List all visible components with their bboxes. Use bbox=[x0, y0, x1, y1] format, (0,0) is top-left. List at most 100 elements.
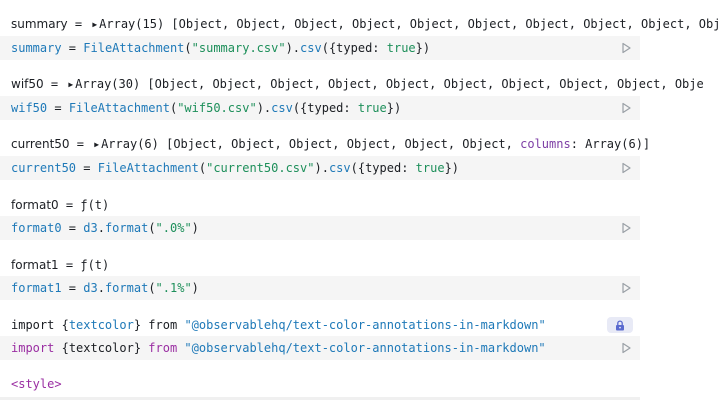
source-import-keyword: import bbox=[11, 341, 55, 355]
source-string: "wif50.csv" bbox=[177, 101, 257, 115]
source-key: typed bbox=[307, 101, 344, 115]
lock-button[interactable] bbox=[607, 317, 633, 333]
source-string: ".0%" bbox=[155, 221, 192, 235]
brace: }) bbox=[444, 161, 460, 175]
source-method: csv bbox=[300, 41, 322, 55]
triangle-right-icon[interactable]: ▶ bbox=[94, 140, 100, 149]
source-function: FileAttachment bbox=[83, 41, 185, 55]
output-variable-name: summary bbox=[11, 17, 68, 31]
equals-sign: = bbox=[61, 281, 84, 295]
output-value: ƒ(t) bbox=[80, 198, 110, 212]
lock-icon bbox=[616, 319, 624, 330]
output-value-tail: : Array(6)] bbox=[570, 137, 651, 151]
colon: : bbox=[343, 101, 358, 115]
cell-output-format1[interactable]: format1 = ƒ(t) bbox=[11, 255, 640, 275]
source-method: csv bbox=[271, 101, 293, 115]
cell-output-import[interactable]: import {textcolor} from "@observablehq/t… bbox=[11, 315, 640, 335]
paren: ) bbox=[191, 281, 199, 295]
source-function: FileAttachment bbox=[68, 101, 170, 115]
source-string: "summary.csv" bbox=[191, 41, 286, 55]
brace: }) bbox=[415, 41, 431, 55]
paren: ( bbox=[148, 221, 156, 235]
output-variable-name: format1 bbox=[11, 258, 59, 272]
colon: : bbox=[401, 161, 416, 175]
brace: } bbox=[133, 341, 149, 355]
paren: ( bbox=[184, 41, 192, 55]
paren: ( bbox=[198, 161, 207, 175]
brace: ({ bbox=[321, 41, 337, 55]
equals-sign: = bbox=[61, 221, 84, 235]
output-variable-name: current50 bbox=[11, 137, 70, 151]
source-object: d3 bbox=[83, 221, 98, 235]
source-key: typed bbox=[365, 161, 402, 175]
cell-output-summary[interactable]: summary = ▶Array(15) [Object, Object, Ob… bbox=[11, 14, 720, 34]
brace: ({ bbox=[350, 161, 366, 175]
cell-source-format1[interactable]: format1 = d3.format(".1%") bbox=[0, 276, 640, 300]
cell-source-format0[interactable]: format0 = d3.format(".0%") bbox=[0, 216, 640, 240]
cell-output-format0[interactable]: format0 = ƒ(t) bbox=[11, 195, 640, 215]
play-icon[interactable] bbox=[620, 342, 632, 354]
play-icon[interactable] bbox=[620, 282, 632, 294]
play-icon[interactable] bbox=[620, 42, 632, 54]
equals-sign: = bbox=[47, 101, 69, 115]
brace: ({ bbox=[292, 101, 308, 115]
cell-source-current50[interactable]: current50 = FileAttachment("current50.cs… bbox=[0, 156, 640, 180]
output-from-keyword: from bbox=[141, 318, 185, 332]
brace: { bbox=[54, 341, 69, 355]
paren: ( bbox=[169, 101, 178, 115]
output-columns-key: columns bbox=[520, 137, 571, 151]
cell-source-style[interactable] bbox=[0, 397, 640, 400]
paren: ) bbox=[191, 221, 199, 235]
paren: ). bbox=[314, 161, 329, 175]
output-value: Array(15) [Object, Object, Object, Objec… bbox=[99, 17, 720, 31]
equals-sign: = bbox=[43, 77, 66, 91]
source-bool: true bbox=[386, 41, 416, 55]
source-bool: true bbox=[357, 101, 387, 115]
output-variable-name: wif50 bbox=[11, 77, 44, 91]
style-tag: <style> bbox=[11, 377, 62, 391]
equals-sign: = bbox=[67, 17, 90, 31]
cell-source-import[interactable]: import {textcolor} from "@observablehq/t… bbox=[0, 336, 640, 360]
paren: ( bbox=[148, 281, 156, 295]
triangle-right-icon[interactable]: ▶ bbox=[92, 20, 98, 29]
source-method: format bbox=[104, 221, 149, 235]
source-variable: wif50 bbox=[11, 101, 48, 115]
paren: ). bbox=[285, 41, 301, 55]
dot: . bbox=[97, 221, 105, 235]
cell-output-wif50[interactable]: wif50 = ▶Array(30) [Object, Object, Obje… bbox=[11, 74, 704, 94]
cell-source-summary[interactable]: summary = FileAttachment("summary.csv").… bbox=[0, 36, 640, 60]
source-method: format bbox=[104, 281, 149, 295]
source-object: d3 bbox=[83, 281, 98, 295]
brace: } bbox=[133, 318, 142, 332]
paren: ). bbox=[256, 101, 272, 115]
output-import-name: textcolor bbox=[68, 318, 134, 332]
output-variable-name: format0 bbox=[11, 198, 59, 212]
dot: . bbox=[97, 281, 105, 295]
source-import-name: textcolor bbox=[68, 341, 134, 355]
source-function: FileAttachment bbox=[97, 161, 199, 175]
triangle-right-icon[interactable]: ▶ bbox=[68, 80, 74, 89]
cell-source-wif50[interactable]: wif50 = FileAttachment("wif50.csv").csv(… bbox=[0, 96, 640, 120]
output-import-keyword: import bbox=[11, 318, 62, 332]
equals-sign: = bbox=[61, 41, 84, 55]
brace: { bbox=[61, 318, 69, 332]
source-string: ".1%" bbox=[155, 281, 192, 295]
play-icon[interactable] bbox=[620, 162, 632, 174]
equals-sign: = bbox=[58, 198, 81, 212]
equals-sign: = bbox=[58, 258, 81, 272]
brace: }) bbox=[386, 101, 402, 115]
colon: : bbox=[372, 41, 387, 55]
equals-sign: = bbox=[76, 161, 98, 175]
source-string: "current50.csv" bbox=[206, 161, 315, 175]
source-import-string: "@observablehq/text-color-annotations-in… bbox=[177, 341, 546, 355]
source-variable: format0 bbox=[11, 221, 62, 235]
play-icon[interactable] bbox=[620, 222, 632, 234]
source-method: csv bbox=[328, 161, 351, 175]
source-from-keyword: from bbox=[148, 341, 178, 355]
source-variable: current50 bbox=[11, 161, 77, 175]
source-key: typed bbox=[336, 41, 373, 55]
cell-output-current50[interactable]: current50 = ▶Array(6) [Object, Object, O… bbox=[11, 134, 650, 154]
cell-output-style[interactable]: <style> bbox=[11, 374, 640, 394]
play-icon[interactable] bbox=[620, 102, 632, 114]
output-import-source: "@observablehq/text-color-annotations-in… bbox=[184, 318, 546, 332]
